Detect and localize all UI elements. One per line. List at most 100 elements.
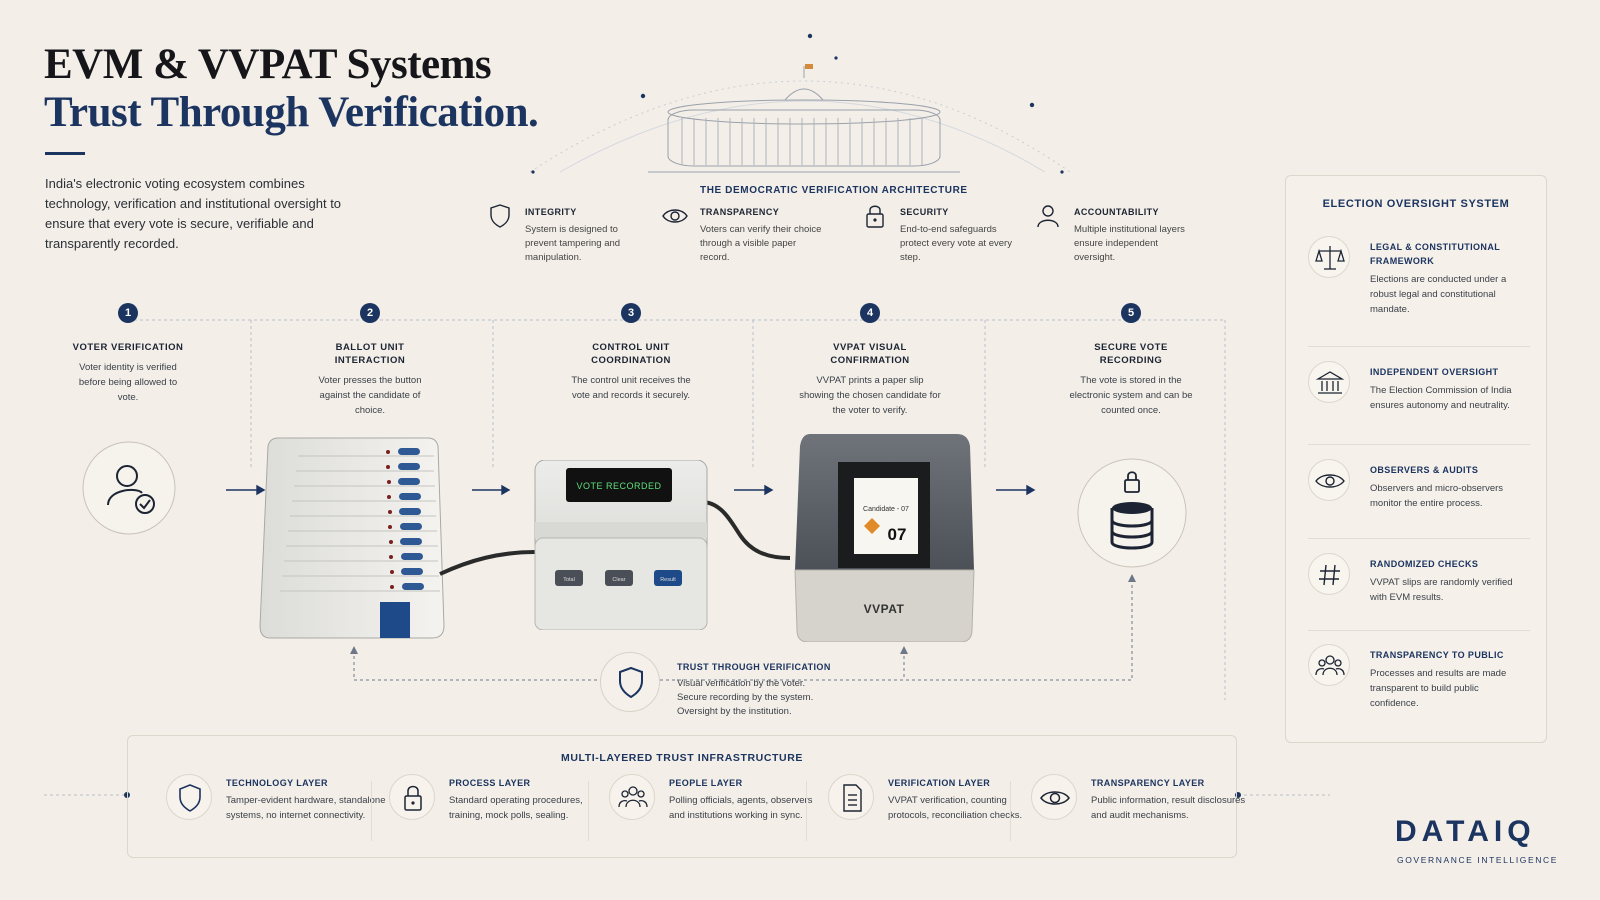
step-number: 3: [621, 303, 641, 323]
people-icon: [609, 774, 655, 820]
step-text: Voter presses the button against the can…: [318, 375, 422, 416]
oversight-text: Elections are conducted under a robust l…: [1370, 274, 1507, 315]
step-number: 4: [860, 303, 880, 323]
divider: [588, 781, 589, 841]
oversight-panel: ELECTION OVERSIGHT SYSTEM LEGAL & CONSTI…: [1285, 175, 1547, 743]
divider: [1308, 444, 1530, 445]
layer-text: VVPAT verification, counting protocols, …: [888, 795, 1023, 821]
step-number: 5: [1121, 303, 1141, 323]
oversight-label: INDEPENDENT OVERSIGHT: [1370, 367, 1499, 377]
result-button: [654, 570, 682, 586]
document-icon: [828, 774, 874, 820]
database-lock-icon: [1077, 458, 1187, 568]
divider: [1010, 781, 1011, 841]
layer-label: PROCESS LAYER: [449, 778, 531, 788]
step-text: VVPAT prints a paper slip showing the ch…: [799, 375, 941, 416]
oversight-text: VVPAT slips are randomly verified with E…: [1370, 577, 1513, 603]
control-unit-illustration: VOTE RECORDED Total Clear Result: [534, 460, 708, 630]
step-label: VVPAT VISUAL CONFIRMATION: [830, 342, 910, 366]
divider: [1308, 346, 1530, 347]
step-ballot-unit: 2 BALLOT UNIT INTERACTION Voter presses …: [295, 303, 445, 418]
hash-icon: [1308, 553, 1350, 595]
trust-lines: Visual verification by the voter. Secure…: [677, 677, 877, 719]
layer-transparency: TRANSPARENCY LAYER Public information, r…: [1031, 774, 1251, 844]
layer-label: VERIFICATION LAYER: [888, 778, 991, 788]
slip-candidate: Candidate - 07: [863, 506, 909, 513]
layer-text: Standard operating procedures, training,…: [449, 795, 583, 821]
trust-shield-icon: [600, 652, 660, 712]
layer-process: PROCESS LAYER Standard operating procedu…: [389, 774, 609, 844]
infrastructure-title: MULTI-LAYERED TRUST INFRASTRUCTURE: [560, 752, 804, 764]
page-subtitle: Trust Through Verification.: [44, 89, 539, 136]
person-icon: [1037, 205, 1059, 228]
step-text: Voter identity is verified before being …: [78, 362, 178, 403]
total-button: [555, 570, 583, 586]
step-number: 2: [360, 303, 380, 323]
ballot-unit-illustration: [259, 437, 445, 639]
pillar-label: TRANSPARENCY: [700, 207, 780, 217]
oversight-item-randomized: RANDOMIZED CHECKS VVPAT slips are random…: [1308, 553, 1530, 623]
eye-icon: [662, 209, 688, 223]
pillar-text: Multiple institutional layers ensure ind…: [1074, 224, 1185, 263]
step-secure-recording: 5 SECURE VOTE RECORDING The vote is stor…: [1056, 303, 1206, 418]
architecture-title: THE DEMOCRATIC VERIFICATION ARCHITECTURE: [700, 185, 968, 196]
layer-verification: VERIFICATION LAYER VVPAT verification, c…: [828, 774, 1048, 844]
trust-line: Visual verification by the voter.: [677, 678, 806, 689]
step-text: The vote is stored in the electronic sys…: [1069, 375, 1193, 416]
vvpat-illustration: Candidate - 07 07 VVPAT: [794, 434, 975, 642]
pillar-label: SECURITY: [900, 207, 949, 217]
brand-logo: DATAIQ: [1395, 815, 1536, 848]
layer-technology: TECHNOLOGY LAYER Tamper-evident hardware…: [166, 774, 386, 844]
step-label: CONTROL UNIT COORDINATION: [591, 342, 671, 366]
oversight-item-independent: INDEPENDENT OVERSIGHT The Election Commi…: [1308, 361, 1530, 431]
total-button-label: Total: [563, 577, 575, 583]
eye-icon: [1308, 459, 1350, 501]
title-rule: [45, 152, 85, 155]
layer-text: Polling officials, agents, observers and…: [669, 795, 813, 821]
oversight-item-transparency: TRANSPARENCY TO PUBLIC Processes and res…: [1308, 644, 1530, 724]
step-label: VOTER VERIFICATION: [72, 342, 184, 353]
step-label: BALLOT UNIT INTERACTION: [334, 342, 406, 366]
pillar-text: End-to-end safeguards protect every vote…: [900, 224, 1012, 263]
intro-text: India's electronic voting ecosystem comb…: [45, 176, 342, 251]
voter-check-icon: [82, 441, 176, 535]
step-control-unit: 3 CONTROL UNIT COORDINATION The control …: [556, 303, 706, 403]
vvpat-label: VVPAT: [864, 602, 905, 616]
oversight-label: RANDOMIZED CHECKS: [1370, 559, 1479, 569]
step-vvpat-confirmation: 4 VVPAT VISUAL CONFIRMATION VVPAT prints…: [795, 303, 945, 418]
slip-number: 07: [888, 525, 907, 544]
clear-button-label: Clear: [612, 577, 625, 583]
clear-button: [605, 570, 633, 586]
oversight-text: The Election Commission of India ensures…: [1370, 385, 1512, 411]
oversight-label: TRANSPARENCY TO PUBLIC: [1370, 650, 1504, 660]
institution-icon: [1308, 361, 1350, 403]
oversight-label: LEGAL & CONSTITUTIONAL FRAMEWORK: [1370, 242, 1500, 266]
oversight-title: ELECTION OVERSIGHT SYSTEM: [1322, 198, 1510, 210]
step-text: The control unit receives the vote and r…: [571, 375, 691, 401]
pillar-text: Voters can verify their choice through a…: [700, 224, 822, 263]
oversight-label: OBSERVERS & AUDITS: [1370, 465, 1479, 475]
control-screen-text: VOTE RECORDED: [576, 481, 661, 491]
step-label: SECURE VOTE RECORDING: [1094, 342, 1168, 366]
oversight-text: Processes and results are made transpare…: [1370, 668, 1507, 709]
people-icon: [1308, 644, 1350, 686]
pillar-label: ACCOUNTABILITY: [1074, 207, 1159, 217]
lock-icon: [389, 774, 435, 820]
step-voter-verification: 1 VOTER VERIFICATION Voter identity is v…: [53, 303, 203, 405]
step-number: 1: [118, 303, 138, 323]
scales-icon: [1308, 236, 1350, 278]
infrastructure-panel: MULTI-LAYERED TRUST INFRASTRUCTURE TECHN…: [127, 735, 1245, 858]
cable-illustration: [439, 499, 791, 576]
shield-icon: [166, 774, 212, 820]
divider: [371, 781, 372, 841]
layer-label: TRANSPARENCY LAYER: [1091, 778, 1205, 788]
oversight-item-observers: OBSERVERS & AUDITS Observers and micro-o…: [1308, 459, 1530, 529]
oversight-text: Observers and micro-observers monitor th…: [1370, 483, 1504, 509]
divider: [806, 781, 807, 841]
layer-label: PEOPLE LAYER: [669, 778, 743, 788]
divider: [1308, 630, 1530, 631]
pillar-label: INTEGRITY: [525, 207, 577, 217]
party-symbol-icon: [864, 518, 880, 534]
brand-tagline: GOVERNANCE INTELLIGENCE: [1397, 855, 1559, 865]
